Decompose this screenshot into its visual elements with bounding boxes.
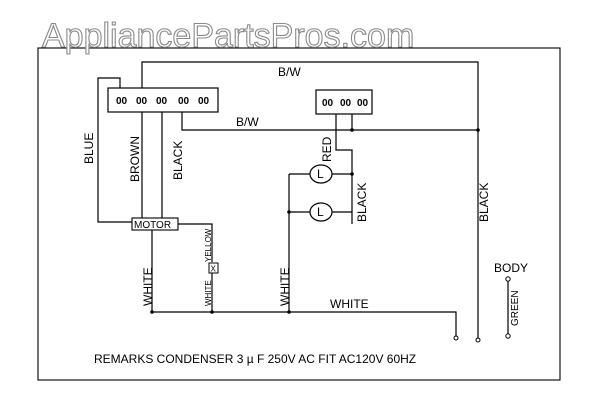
red-label: RED (320, 136, 334, 162)
capacitor-mark: X (211, 265, 217, 274)
switch-terminal-3: 00 (156, 96, 168, 107)
lamp-2 (309, 202, 333, 222)
ground-terminal-top (505, 276, 511, 282)
bw-top-label: B/W (278, 65, 301, 79)
white-bottom-label: WHITE (330, 297, 369, 311)
bw-top-wire (141, 61, 479, 338)
red-wire (335, 114, 353, 174)
white-motor-label: WHITE (141, 267, 155, 306)
lamp-2-label: L (317, 205, 324, 219)
plug-terminal-white (453, 335, 459, 341)
capacitor-box (208, 262, 219, 274)
motor-label: MOTOR (134, 220, 171, 231)
switch-terminal-4: 00 (178, 96, 190, 107)
watermark: AppliancePartsPros.com (42, 17, 414, 55)
green-label: GREEN (510, 290, 521, 326)
body-label: BODY (494, 261, 528, 275)
lamp-1-label: L (317, 167, 324, 181)
switch-terminal-5: 00 (198, 96, 210, 107)
remarks-text: REMARKS CONDENSER 3 µ F 250V AC FIT AC12… (94, 352, 416, 366)
brown-label: BROWN (128, 136, 142, 182)
yellow-label: YELLOW (204, 228, 213, 262)
lamp-1 (309, 164, 333, 184)
junction-white-motor (150, 310, 154, 314)
lamp-switch-block (315, 89, 373, 115)
junction-bw-corner (476, 128, 480, 132)
junction-white-cap (210, 310, 214, 314)
lamp-switch-terminal-3: 00 (357, 98, 369, 109)
blue-label: BLUE (82, 133, 96, 164)
white-lamp-label: WHITE (278, 267, 292, 306)
black-switch-label: BLACK (171, 141, 185, 180)
white-small-label: WHITE (204, 280, 213, 306)
bw-mid-wire (181, 112, 478, 131)
motor-capacitor-wire (178, 223, 213, 262)
lamp-switch-terminal-2: 00 (340, 98, 352, 109)
black-right-label: BLACK (477, 183, 491, 222)
plug-terminal-black (475, 337, 481, 343)
switch-terminal-2: 00 (136, 96, 148, 107)
ground-terminal-bottom (505, 333, 511, 339)
black-lamp-label: BLACK (355, 183, 369, 222)
blue-wire (97, 77, 132, 223)
main-switch-block (107, 87, 219, 113)
white-bottom-wire (152, 311, 457, 336)
junction-lamp-right (350, 172, 354, 176)
bw-mid-label: B/W (236, 115, 259, 129)
diagram-frame (37, 47, 561, 381)
lamp-switch-terminal-1: 00 (322, 98, 334, 109)
switch-terminal-1: 00 (116, 96, 128, 107)
